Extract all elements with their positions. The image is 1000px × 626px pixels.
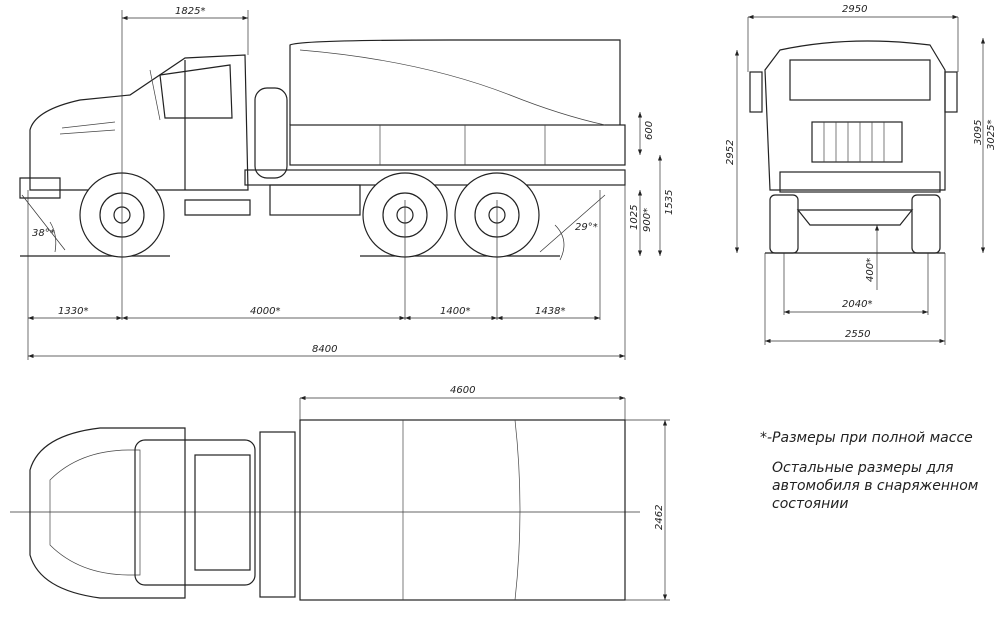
dim-2950: 2950 bbox=[842, 4, 867, 15]
dim-3025: 3025* bbox=[986, 120, 997, 150]
note-line-2: Остальные размеры для bbox=[772, 460, 953, 476]
dim-2462: 2462 bbox=[654, 505, 665, 530]
chassis-top bbox=[259, 431, 296, 598]
dim-1825: 1825* bbox=[175, 6, 205, 17]
top-view: 4600 2462 bbox=[10, 385, 670, 601]
side-view: 1825* 600 1025 900* 1535 38°* 29°* 1330*… bbox=[19, 6, 675, 360]
windshield bbox=[789, 59, 931, 101]
spare-wheel bbox=[254, 87, 288, 179]
front-wheel-right bbox=[911, 194, 941, 254]
dim-900: 900* bbox=[642, 208, 653, 232]
note-loaded-mass: *-Размеры при полной массе bbox=[760, 430, 973, 446]
mirror-left bbox=[749, 71, 763, 113]
dim-1438: 1438* bbox=[535, 306, 565, 317]
cab-rear bbox=[194, 454, 251, 571]
fuel-tank bbox=[269, 184, 361, 216]
dim-1025: 1025 bbox=[629, 205, 640, 230]
front-wheel-left bbox=[769, 194, 799, 254]
dim-4600: 4600 bbox=[450, 385, 475, 396]
dim-2550: 2550 bbox=[845, 329, 870, 340]
mirror-right bbox=[944, 71, 958, 113]
dim-4000: 4000* bbox=[250, 306, 280, 317]
dim-departure-angle: 29°* bbox=[575, 222, 598, 233]
dim-approach-angle: 38°* bbox=[32, 228, 55, 239]
dim-1535: 1535 bbox=[664, 190, 675, 215]
cab-side bbox=[19, 54, 251, 216]
dim-400: 400* bbox=[865, 258, 876, 282]
note-line-3: автомобиля в снаряженном bbox=[772, 478, 979, 494]
front-axle bbox=[796, 209, 914, 226]
front-view: 2950 2952 3095 3025* 400* 2040* 2550 bbox=[725, 4, 997, 345]
dim-1330: 1330* bbox=[58, 306, 88, 317]
dim-3095: 3095 bbox=[973, 120, 984, 145]
cargo-bed-side bbox=[289, 39, 626, 166]
cargo-bed-top bbox=[299, 419, 626, 601]
dim-600: 600 bbox=[644, 121, 655, 140]
hood-top bbox=[29, 427, 186, 599]
cab-front bbox=[764, 40, 946, 191]
grille bbox=[811, 121, 903, 163]
frame-rail bbox=[244, 169, 626, 186]
dim-1400: 1400* bbox=[440, 306, 470, 317]
note-line-4: состоянии bbox=[772, 496, 848, 512]
notes: *-Размеры при полной массе Остальные раз… bbox=[760, 430, 979, 512]
dim-2040: 2040* bbox=[842, 299, 872, 310]
bumper bbox=[779, 171, 941, 193]
dim-8400: 8400 bbox=[312, 344, 337, 355]
dim-2952: 2952 bbox=[725, 140, 736, 165]
cab-roof bbox=[134, 439, 256, 586]
